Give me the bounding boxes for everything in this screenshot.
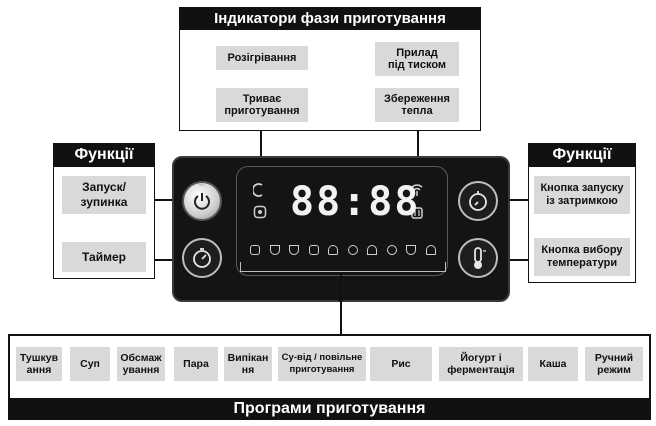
- phase-label-pressurized: Прилад під тиском: [375, 42, 459, 76]
- phase-label-heating: Розігрівання: [216, 46, 308, 70]
- right-functions-title: Функції: [528, 143, 636, 167]
- delay-start-button[interactable]: [458, 181, 498, 221]
- porridge-program-icon: [406, 245, 417, 255]
- label-delay-start: Кнопка запуску із затримкою: [534, 176, 630, 214]
- indicator-dot: [199, 183, 205, 186]
- program-icons-row: [250, 243, 436, 257]
- program-label-porridge: Каша: [528, 347, 578, 381]
- bake-program-icon: [328, 245, 339, 255]
- program-label-stew: Тушкув ання: [16, 347, 62, 381]
- heating-indicator-icon: [251, 183, 267, 197]
- phase-label-keepwarm: Збереження тепла: [375, 88, 459, 122]
- label-temperature: Кнопка вибору температури: [534, 238, 630, 276]
- temperature-button[interactable]: [458, 238, 498, 278]
- program-label-steam: Пара: [174, 347, 218, 381]
- connector-line: [498, 259, 528, 261]
- steam-program-icon: [308, 245, 319, 255]
- phase-label-cooking: Триває приготування: [216, 88, 308, 122]
- cooking-indicator-icon: [253, 205, 267, 219]
- rice-program-icon: [367, 245, 378, 255]
- connector-line: [498, 199, 528, 201]
- connector-line: [417, 131, 419, 179]
- pressure-indicator-icon: [410, 183, 424, 197]
- label-timer: Таймер: [62, 242, 146, 272]
- label-start-stop: Запуск/ зупинка: [62, 176, 146, 214]
- saute-program-icon: [289, 245, 300, 255]
- connector-line: [155, 259, 185, 261]
- manual-program-icon: [425, 245, 436, 255]
- soup-program-icon: [269, 245, 280, 255]
- time-display: 88:88: [290, 179, 421, 225]
- program-label-soup: Суп: [70, 347, 110, 381]
- stopwatch-icon: [193, 248, 211, 268]
- program-bracket: [240, 262, 446, 272]
- delay-clock-icon: [469, 191, 487, 211]
- keepwarm-indicator-icon: [410, 205, 424, 219]
- power-icon: [194, 193, 210, 210]
- program-label-rice: Рис: [370, 347, 432, 381]
- program-label-bake: Випікан ня: [224, 347, 272, 381]
- start-stop-button[interactable]: [182, 181, 222, 221]
- connector-line: [260, 131, 262, 171]
- timer-button[interactable]: [182, 238, 222, 278]
- sous-vide-program-icon: [347, 245, 358, 255]
- program-label-yogurt: Йогурт і ферментація: [439, 347, 523, 381]
- thermometer-icon: [474, 247, 486, 269]
- stew-program-icon: [250, 245, 260, 255]
- programs-title: Програми приготування: [8, 398, 651, 420]
- connector-dot: [338, 297, 343, 302]
- program-label-manual: Ручний режим: [585, 347, 643, 381]
- display-screen: [236, 166, 448, 276]
- left-functions-title: Функції: [53, 143, 155, 167]
- program-label-sous-vide: Су-від / повільне приготування: [278, 347, 366, 381]
- program-label-saute: Обсмаж ування: [117, 347, 165, 381]
- phase-indicators-title: Індикатори фази приготування: [179, 7, 481, 30]
- connector-line: [155, 199, 185, 201]
- yogurt-program-icon: [386, 245, 397, 255]
- connector-line: [340, 272, 342, 334]
